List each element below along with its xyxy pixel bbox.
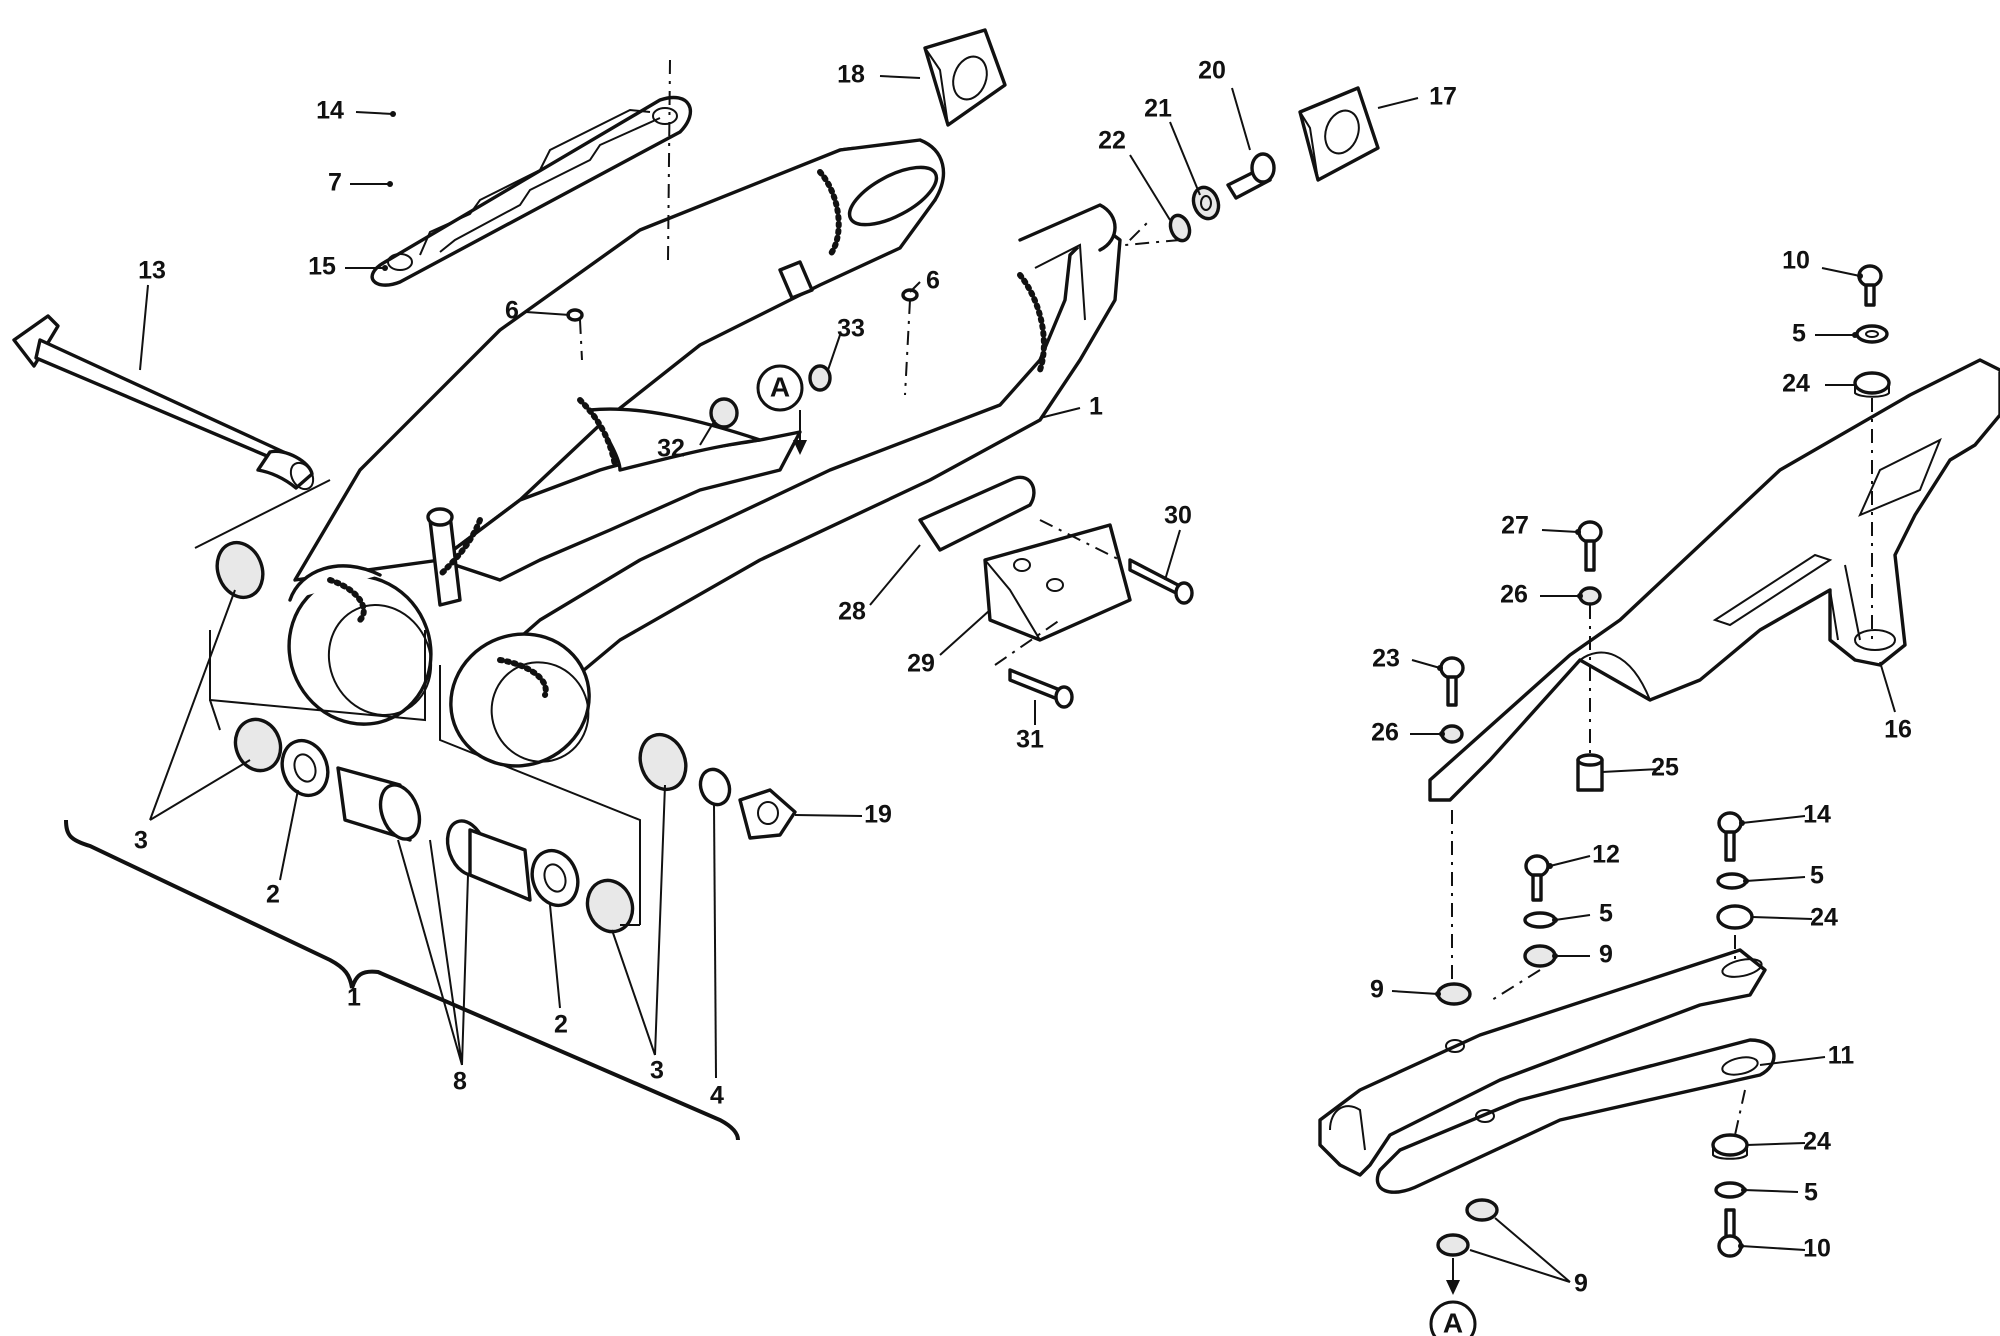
reference-markers: AA bbox=[756, 364, 1477, 1336]
pivot-bearing-stack-part bbox=[194, 479, 797, 934]
callout-c2a: 2 bbox=[266, 881, 280, 909]
callout-c9a: 9 bbox=[1599, 941, 1613, 969]
callout-c3a: 3 bbox=[134, 827, 148, 855]
callout-c27: 27 bbox=[1501, 512, 1529, 540]
callout-c6b: 6 bbox=[926, 267, 940, 295]
callout-c12: 12 bbox=[1592, 841, 1620, 869]
callout-c24b: 24 bbox=[1810, 904, 1838, 932]
chain-guard-part bbox=[1428, 358, 2000, 802]
chain-guide-part bbox=[918, 475, 1194, 709]
callout-c31: 31 bbox=[1016, 726, 1044, 754]
callout-c4: 4 bbox=[710, 1082, 724, 1110]
callout-c15: 15 bbox=[308, 253, 336, 281]
callout-c21: 21 bbox=[1144, 95, 1172, 123]
callout-c20: 20 bbox=[1198, 57, 1226, 85]
callout-c30: 30 bbox=[1164, 502, 1192, 530]
callout-c19: 19 bbox=[864, 801, 892, 829]
callout-c5a: 5 bbox=[1792, 320, 1806, 348]
callout-c5d: 5 bbox=[1804, 1179, 1818, 1207]
chain-slider-plate-part bbox=[370, 95, 692, 287]
callout-c2b: 2 bbox=[554, 1011, 568, 1039]
callout-c10a: 10 bbox=[1782, 247, 1810, 275]
reference-label-markerA2: A bbox=[1443, 1307, 1463, 1336]
callout-c8: 8 bbox=[453, 1068, 467, 1096]
assembly-brace bbox=[64, 819, 740, 1141]
callout-c26a: 26 bbox=[1500, 581, 1528, 609]
callout-c32: 32 bbox=[657, 435, 685, 463]
callout-c25: 25 bbox=[1651, 754, 1679, 782]
callout-c6a: 6 bbox=[505, 297, 519, 325]
leader-lines bbox=[139, 75, 1896, 1283]
callout-c14b: 14 bbox=[1803, 801, 1831, 829]
callout-c1a: 1 bbox=[1089, 393, 1103, 421]
chain-slider-part bbox=[1318, 948, 1776, 1194]
callout-c9c: 9 bbox=[1574, 1270, 1588, 1298]
swingarm-frame-part bbox=[287, 138, 1122, 768]
callout-c5b: 5 bbox=[1810, 862, 1824, 890]
callout-c13: 13 bbox=[138, 257, 166, 285]
callout-c26b: 26 bbox=[1371, 719, 1399, 747]
callout-c22: 22 bbox=[1098, 127, 1126, 155]
callout-c1b: 1 bbox=[347, 984, 361, 1012]
callout-c24a: 24 bbox=[1782, 370, 1810, 398]
callout-c9b: 9 bbox=[1370, 976, 1384, 1004]
callout-c33: 33 bbox=[837, 315, 865, 343]
reference-circle-markerA2 bbox=[1429, 1300, 1477, 1336]
reference-label-markerA1: A bbox=[770, 371, 790, 402]
pivot-spindle-part bbox=[12, 314, 315, 491]
reference-circle-markerA1 bbox=[756, 364, 804, 412]
callout-c11: 11 bbox=[1828, 1042, 1855, 1070]
callout-c17: 17 bbox=[1429, 83, 1457, 111]
adjuster-bolt-part bbox=[1122, 152, 1276, 247]
callout-c28: 28 bbox=[838, 598, 866, 626]
adjuster-block-17-part bbox=[1298, 86, 1380, 182]
callout-c14a: 14 bbox=[316, 97, 344, 125]
callout-c10b: 10 bbox=[1803, 1235, 1831, 1263]
adjuster-block-18-part bbox=[923, 28, 1007, 127]
callout-c5c: 5 bbox=[1599, 900, 1613, 928]
callout-c3b: 3 bbox=[650, 1057, 664, 1085]
callout-c24c: 24 bbox=[1803, 1128, 1831, 1156]
callout-c29: 29 bbox=[907, 650, 935, 678]
callout-c23: 23 bbox=[1372, 645, 1400, 673]
callout-c16: 16 bbox=[1884, 716, 1912, 744]
callout-c18: 18 bbox=[837, 61, 865, 89]
callout-c7: 7 bbox=[328, 169, 342, 197]
